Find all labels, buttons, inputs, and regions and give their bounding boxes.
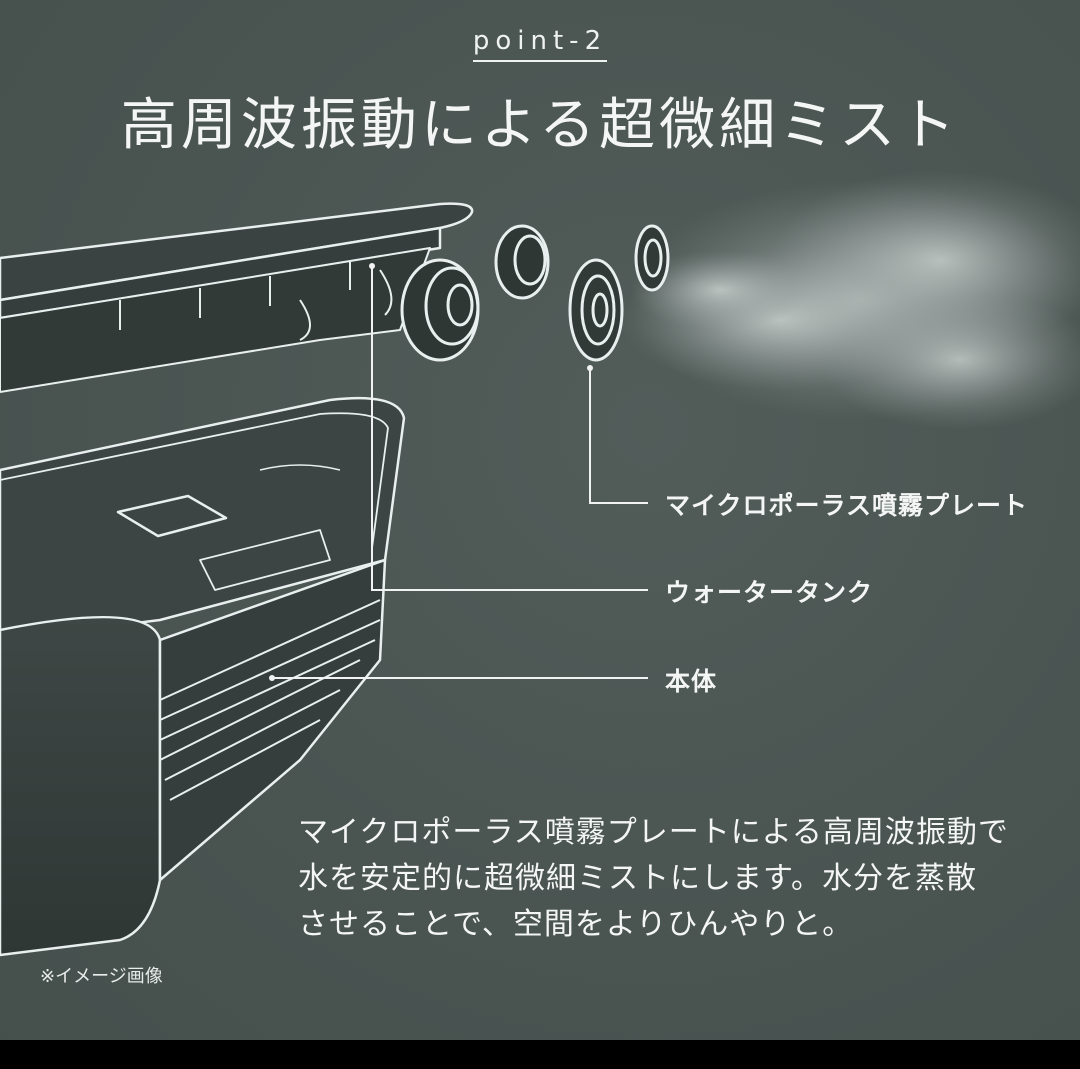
callout-leader-lines xyxy=(272,268,648,679)
callout-body: 本体 xyxy=(665,667,718,696)
lid-outline xyxy=(0,202,474,393)
point-label-text: point-2 xyxy=(472,26,608,62)
description-line-1: マイクロポーラス噴霧プレートによる高周波振動で xyxy=(298,815,1009,850)
headline: 高周波振動による超微細ミスト xyxy=(120,93,960,158)
bottom-bar xyxy=(0,1040,1080,1069)
description-line-2: 水を安定的に超微細ミストにします。水分を蒸散 xyxy=(298,861,977,896)
main-body-outline xyxy=(0,558,387,957)
mist-cloud xyxy=(620,170,1080,430)
image-note: ※イメージ画像 xyxy=(40,966,163,987)
description: マイクロポーラス噴霧プレートによる高周波振動で 水を安定的に超微細ミストにします… xyxy=(298,810,1058,948)
callout-tank: ウォータータンク xyxy=(665,578,874,607)
point-label: point-2 xyxy=(0,26,1080,62)
water-tank-outline xyxy=(0,396,406,642)
vibration-plates xyxy=(400,224,670,362)
callout-plate: マイクロポーラス噴霧プレート xyxy=(665,491,1029,520)
callout-dots xyxy=(269,263,593,681)
description-line-3: させることで、空間をよりひんやりと。 xyxy=(298,907,854,942)
